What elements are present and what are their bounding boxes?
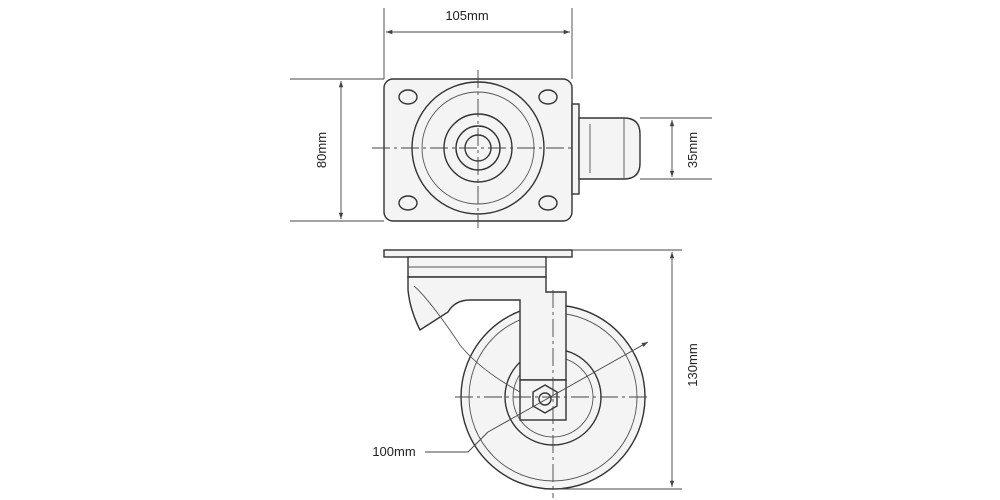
leader-wheel-diameter	[425, 431, 489, 453]
side-view: 130mm 100mm	[372, 249, 700, 498]
axle-nut	[532, 384, 558, 414]
wheel-top-outline	[578, 117, 641, 180]
side-fork-shadow	[413, 285, 521, 393]
bolt-hole	[538, 195, 558, 211]
top-view: 105mm 80mm 35mm	[290, 8, 712, 228]
side-top-plate	[383, 249, 573, 258]
label-plate-height: 80mm	[314, 132, 329, 168]
dimension-line-wheel-diameter	[487, 341, 649, 433]
label-wheel-width: 35mm	[685, 132, 700, 168]
axle-bolt	[538, 392, 552, 406]
label-plate-width: 105mm	[445, 8, 488, 23]
wheel-top-bracket	[571, 103, 580, 195]
label-wheel-diameter: 100mm	[372, 444, 415, 459]
bolt-hole	[398, 89, 418, 105]
bolt-hole	[398, 195, 418, 211]
label-total-height: 130mm	[685, 343, 700, 386]
bolt-hole	[538, 89, 558, 105]
